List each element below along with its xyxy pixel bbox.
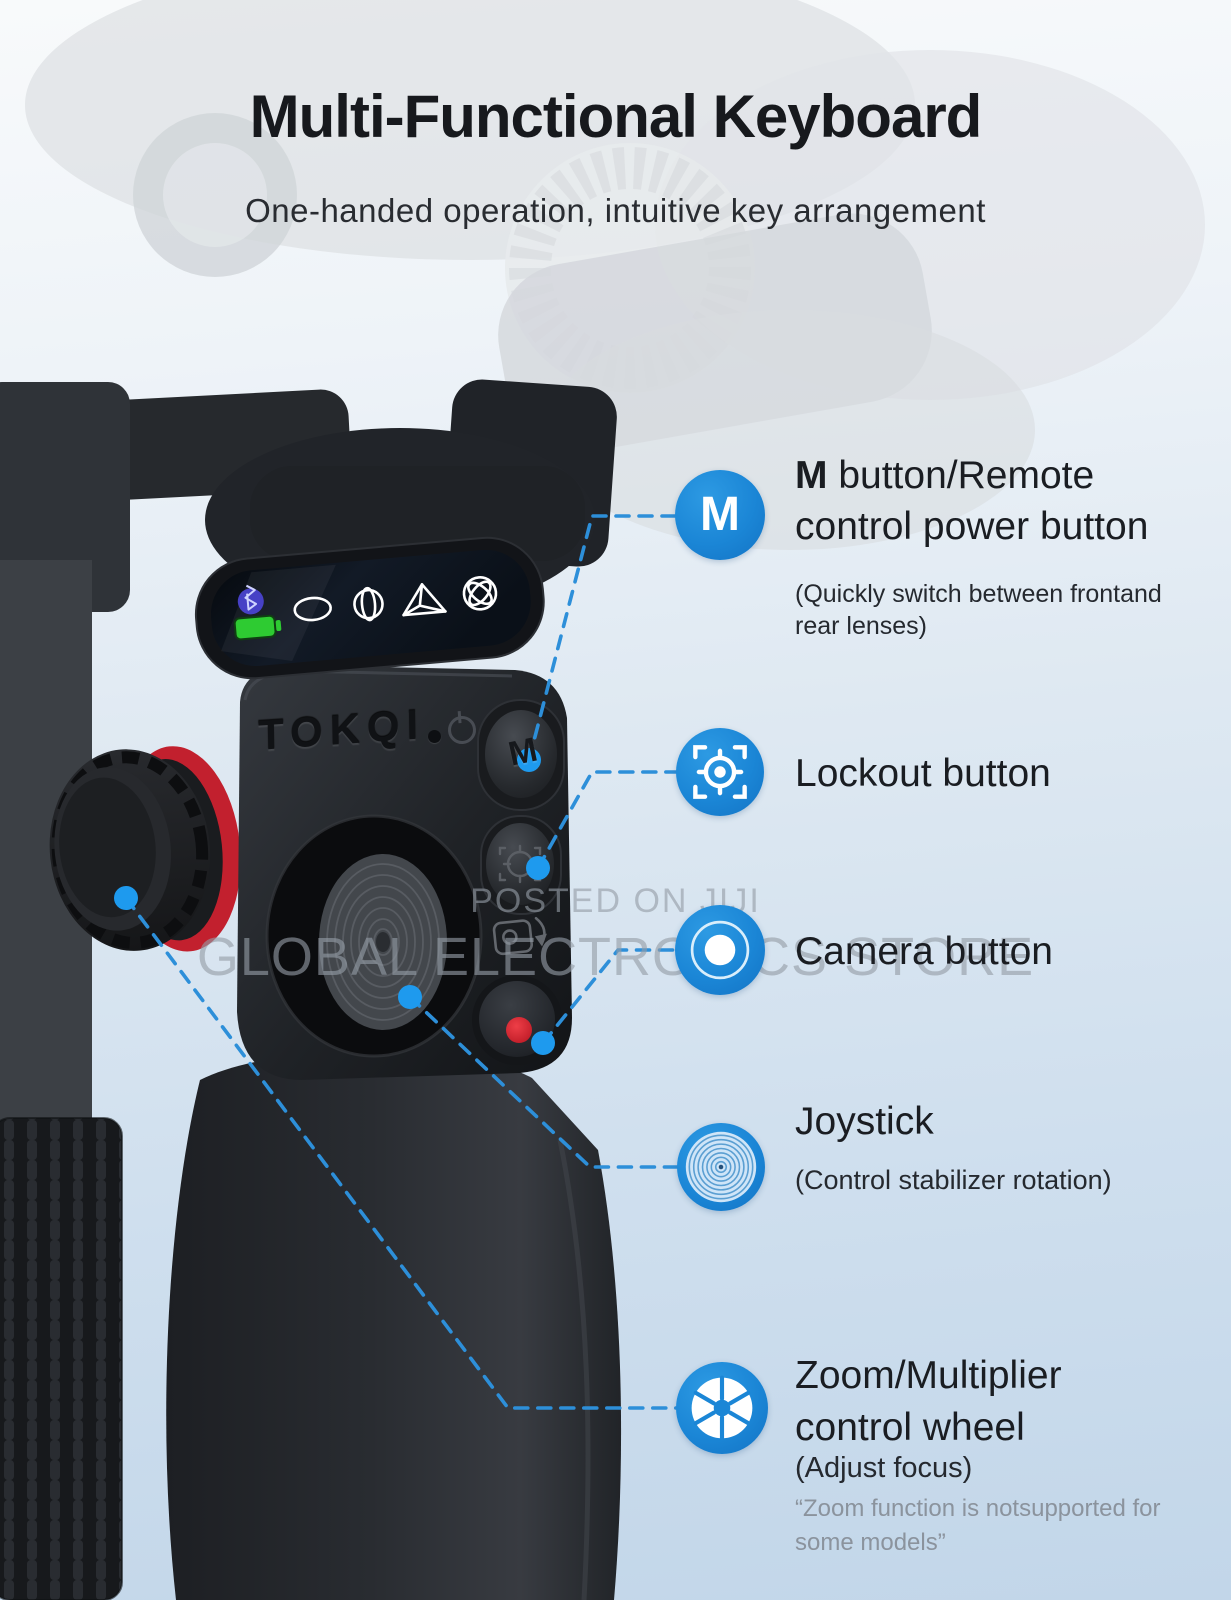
screen-battery-icon <box>233 614 282 641</box>
zoom-control-wheel <box>49 746 241 952</box>
screen-gyro-mode-icon <box>353 586 384 622</box>
joystick-badge <box>677 1123 765 1211</box>
m-heading-bold: M <box>795 454 828 497</box>
leader-line-joystick <box>408 995 679 1169</box>
lockout-reticle-icon <box>693 745 747 799</box>
zoom-wheel-badge <box>676 1362 768 1454</box>
m-heading-rest: button/Remote <box>827 454 1095 497</box>
leader-line-zoom-wheel <box>124 896 678 1410</box>
zoom-heading-line2: control wheel <box>795 1406 1025 1449</box>
callout-joystick-note: (Control stabilizer rotation) <box>795 1165 1112 1195</box>
callout-joystick-heading: Joystick <box>795 1100 934 1143</box>
screen-sphere-mode-icon <box>462 576 498 611</box>
brand-dot <box>428 730 441 743</box>
callout-zoom-note: (Adjust focus) <box>795 1452 973 1484</box>
screen-pyramid-mode-icon <box>402 583 447 617</box>
callout-camera-heading: Camera button <box>795 930 1053 973</box>
leader-line-m-button <box>527 514 677 762</box>
m-note-line2: rear lenses) <box>795 612 927 640</box>
lockout-reticle-engraving <box>498 844 542 884</box>
aperture-icon <box>691 1375 753 1441</box>
m-badge-letter: M <box>700 488 740 541</box>
m-button-badge: M <box>675 470 765 560</box>
page-title: Multi-Functional Keyboard <box>249 83 983 150</box>
joystick-control <box>265 814 483 1058</box>
m-heading-line2: control power button <box>795 505 1149 548</box>
zoom-quote-line1: “Zoom function is notsupported for <box>795 1495 1161 1522</box>
leader-lines <box>124 514 679 1410</box>
joystick-rings-icon <box>685 1131 757 1203</box>
ribbed-grip <box>0 1117 123 1600</box>
callout-zoom-heading: Zoom/Multiplier control wheel <box>795 1350 1062 1454</box>
page-subtitle: One-handed operation, intuitive key arra… <box>245 192 986 229</box>
callout-m-button-note: (Quickly switch between frontand rear le… <box>795 578 1162 642</box>
record-dot <box>506 1017 532 1043</box>
status-screen <box>194 536 545 680</box>
camera-badge <box>675 905 765 995</box>
leader-line-lockout <box>536 770 678 870</box>
screen-oval-mode-icon <box>293 596 332 622</box>
callout-lockout-heading: Lockout button <box>795 752 1051 795</box>
callout-m-button-heading: M button/Remote control power button <box>795 450 1148 552</box>
zoom-heading-line1: Zoom/Multiplier <box>795 1354 1062 1397</box>
leader-line-camera <box>541 948 677 1045</box>
handle <box>166 1051 622 1600</box>
camera-switch-engraving <box>492 916 547 956</box>
camera-shutter-icon <box>690 920 750 980</box>
callout-zoom-quote: “Zoom function is notsupported for some … <box>795 1492 1161 1560</box>
m-note-line1: (Quickly switch between frontand <box>795 580 1162 608</box>
lockout-button <box>486 823 554 905</box>
faded-clamp-background <box>25 0 1205 550</box>
zoom-quote-line2: some models” <box>795 1529 946 1556</box>
leader-dots <box>114 748 555 1055</box>
lockout-badge <box>676 728 764 816</box>
